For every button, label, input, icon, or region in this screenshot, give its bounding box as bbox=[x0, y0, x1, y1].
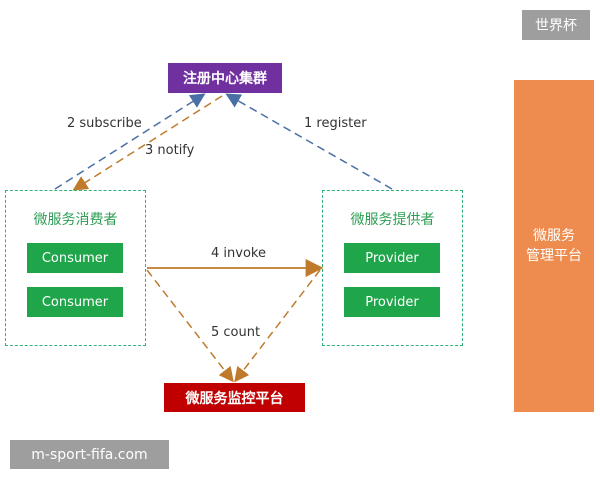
provider-group-box bbox=[322, 190, 463, 346]
provider-node-2: Provider bbox=[344, 287, 440, 317]
provider-node-1: Provider bbox=[344, 243, 440, 273]
consumer-node-2: Consumer bbox=[27, 287, 123, 317]
notify-arrow bbox=[72, 95, 223, 191]
site-watermark: m-sport-fifa.com bbox=[10, 440, 169, 469]
count-arrow-from-consumer bbox=[146, 269, 234, 383]
notify-label: 3 notify bbox=[145, 143, 195, 158]
count-arrow-from-provider bbox=[234, 269, 321, 383]
worldcup-badge: 世界杯 bbox=[522, 10, 590, 40]
monitor-platform-box: 微服务监控平台 bbox=[164, 383, 305, 412]
registry-cluster-box: 注册中心集群 bbox=[168, 63, 282, 93]
management-label-line1: 微服务 bbox=[533, 228, 575, 244]
subscribe-label: 2 subscribe bbox=[67, 116, 142, 131]
management-label-line2: 管理平台 bbox=[526, 248, 582, 264]
register-arrow bbox=[225, 93, 393, 190]
invoke-label: 4 invoke bbox=[211, 246, 266, 261]
register-label: 1 register bbox=[304, 116, 367, 131]
consumer-group-title: 微服务消费者 bbox=[33, 212, 118, 228]
management-platform-box: 微服务 管理平台 bbox=[514, 80, 594, 412]
subscribe-arrow bbox=[54, 93, 206, 190]
consumer-node-1: Consumer bbox=[27, 243, 123, 273]
count-label: 5 count bbox=[211, 325, 261, 340]
consumer-group-box bbox=[5, 190, 146, 346]
provider-group-title: 微服务提供者 bbox=[350, 212, 435, 228]
